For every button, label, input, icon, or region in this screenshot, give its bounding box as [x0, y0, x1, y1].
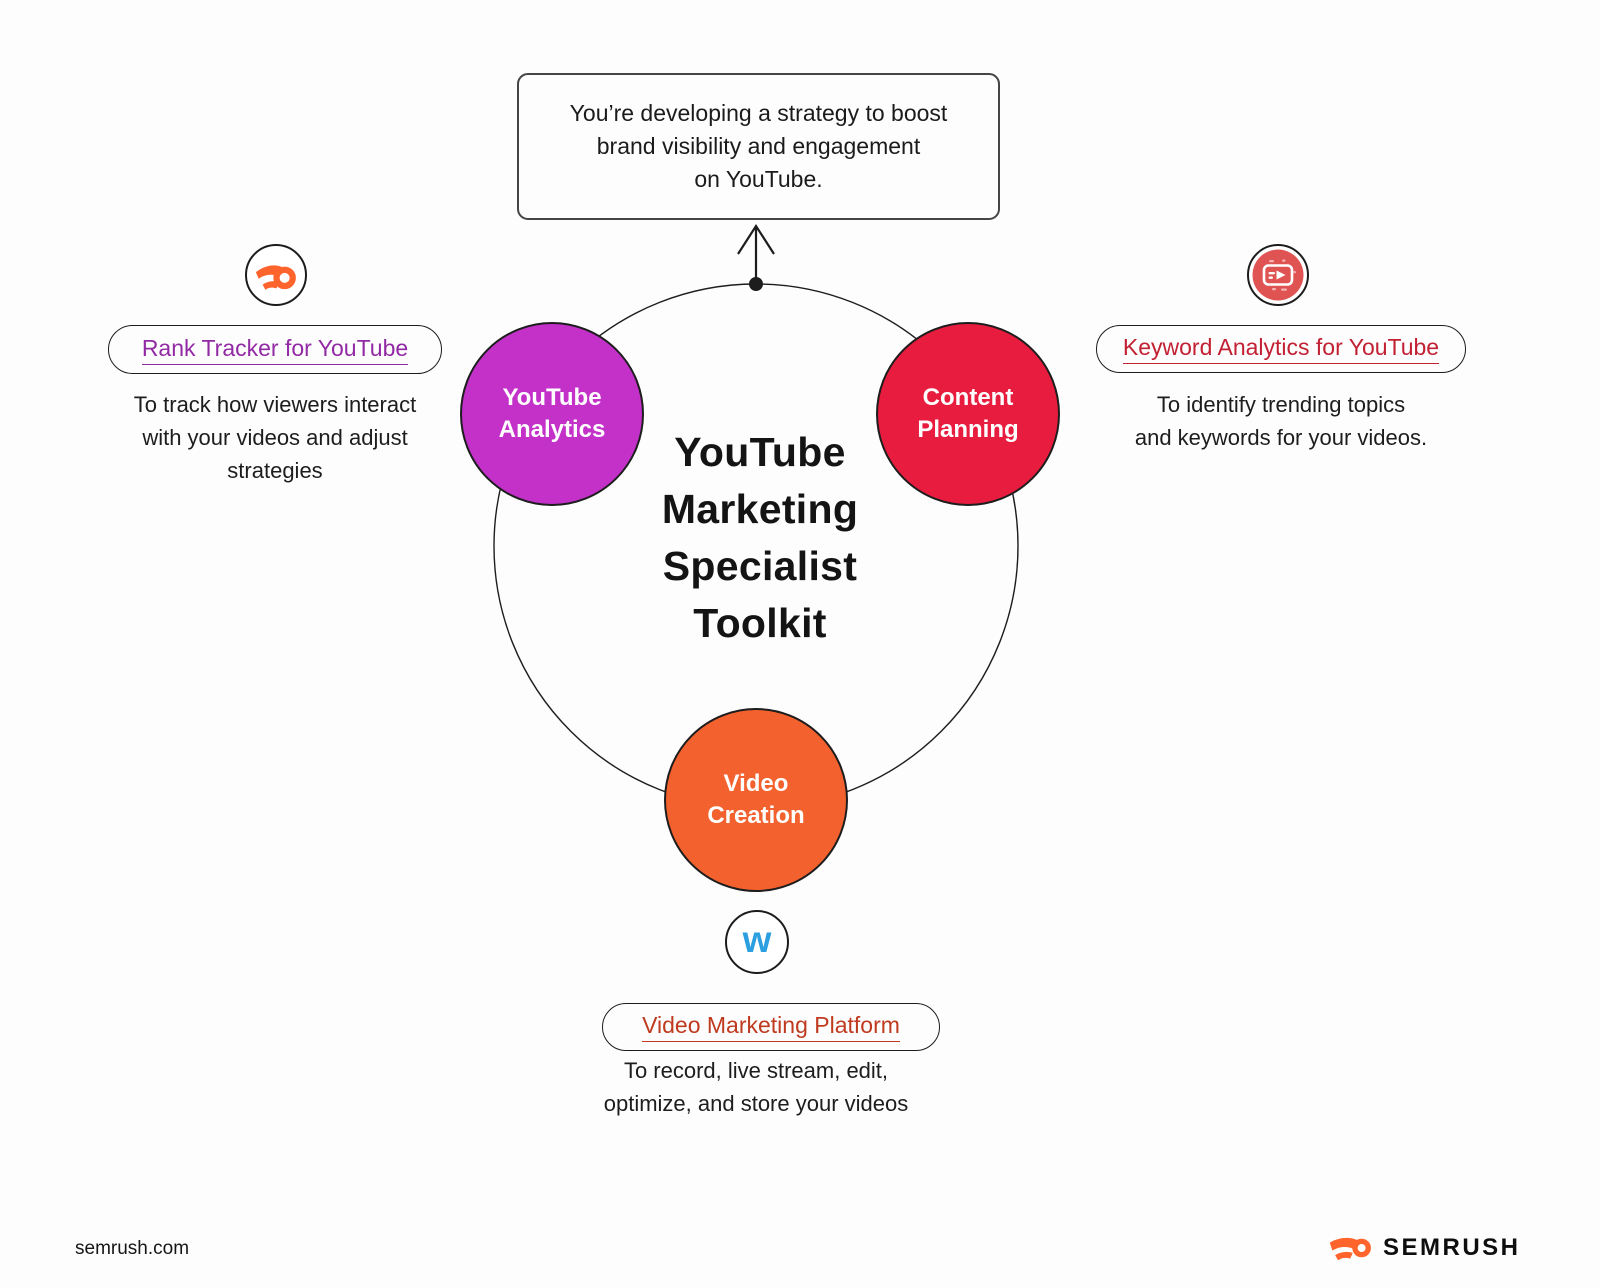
- scenario-line: brand visibility and engagement: [596, 133, 921, 159]
- desc-line: To identify trending topics: [1156, 392, 1406, 417]
- desc-line: and keywords for your videos.: [1134, 425, 1428, 450]
- video-player-icon: [1247, 244, 1309, 306]
- tool-desc-video-marketing-platform: To record, live stream, edit, optimize, …: [566, 1054, 946, 1120]
- node-label: Video Creation: [707, 770, 805, 829]
- desc-line: optimize, and store your videos: [603, 1091, 909, 1116]
- wistia-w-glyph: w: [742, 918, 772, 960]
- tool-link-video-marketing-platform[interactable]: Video Marketing Platform: [602, 1003, 940, 1051]
- node-label: YouTube Analytics: [498, 384, 606, 443]
- node-content-planning: Content Planning: [876, 322, 1060, 506]
- node-label: Content Planning: [917, 384, 1019, 443]
- semrush-comet-icon: [245, 244, 307, 306]
- node-youtube-analytics: YouTube Analytics: [460, 322, 644, 506]
- desc-line: To track how viewers interact: [133, 392, 417, 417]
- center-title: YouTube Marketing Specialist Toolkit: [661, 429, 859, 646]
- tool-link-label[interactable]: Video Marketing Platform: [642, 1012, 900, 1042]
- tool-link-rank-tracker[interactable]: Rank Tracker for YouTube: [108, 325, 442, 374]
- desc-line: To record, live stream, edit,: [623, 1058, 889, 1083]
- scenario-line: on YouTube.: [694, 166, 823, 192]
- scenario-line: You’re developing a strategy to boost: [569, 100, 948, 126]
- desc-line: strategies: [227, 458, 323, 483]
- semrush-logo: SEMRUSH: [1328, 1232, 1521, 1264]
- tool-link-label[interactable]: Keyword Analytics for YouTube: [1122, 334, 1440, 364]
- semrush-wordmark: SEMRUSH: [1383, 1234, 1521, 1261]
- footer-site-url: semrush.com: [75, 1238, 190, 1259]
- node-video-creation: Video Creation: [664, 708, 848, 892]
- tool-desc-keyword-analytics: To identify trending topics and keywords…: [1081, 388, 1481, 454]
- desc-line: with your videos and adjust: [142, 425, 408, 450]
- semrush-comet-icon: [1329, 1237, 1371, 1261]
- wistia-w-icon: w: [725, 910, 789, 974]
- scenario-box: You’re developing a strategy to boost br…: [517, 73, 1000, 220]
- tool-link-label[interactable]: Rank Tracker for YouTube: [141, 335, 409, 365]
- tool-link-keyword-analytics[interactable]: Keyword Analytics for YouTube: [1096, 325, 1466, 373]
- tool-desc-rank-tracker: To track how viewers interact with your …: [85, 388, 465, 487]
